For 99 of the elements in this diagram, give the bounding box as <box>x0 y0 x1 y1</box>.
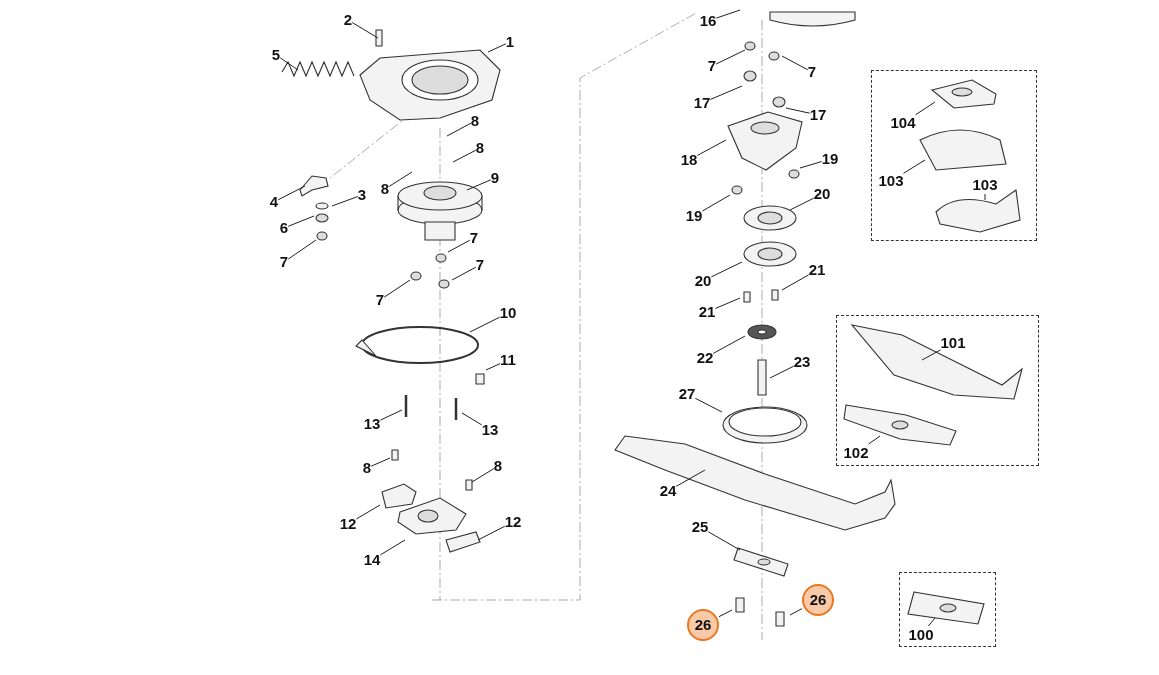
leader-line <box>451 266 477 281</box>
callout-number: 103 <box>972 176 998 194</box>
leader-line <box>701 194 731 212</box>
callout-number: 7 <box>475 256 485 274</box>
callout-number: 8 <box>380 180 390 198</box>
callout-number: 24 <box>659 482 677 500</box>
leader-line <box>471 468 495 483</box>
callout-number: 11 <box>500 351 516 369</box>
callout-number: 9 <box>490 169 500 187</box>
leader-line <box>487 43 507 53</box>
callout-number: 100 <box>908 626 934 644</box>
leader-line <box>927 617 936 627</box>
leader-line <box>694 397 723 413</box>
callout-number: 13 <box>363 415 381 433</box>
callout-number: 102 <box>843 444 869 462</box>
leader-line <box>781 55 809 71</box>
callout-number: 5 <box>271 46 281 64</box>
leader-line <box>379 539 406 556</box>
leader-line <box>715 49 746 65</box>
leader-line <box>696 139 727 156</box>
leader-line <box>709 85 743 100</box>
leader-line <box>781 274 810 291</box>
callout-number: 4 <box>269 193 279 211</box>
leader-line <box>714 297 741 309</box>
callout-number: 16 <box>699 12 717 30</box>
leader-line <box>466 179 492 191</box>
callout-number: 8 <box>493 457 503 475</box>
leader-line <box>469 316 501 333</box>
callout-number: 104 <box>890 114 916 132</box>
leader-line <box>447 239 471 253</box>
leader-line <box>379 409 403 421</box>
callout-number: 1 <box>505 33 515 51</box>
leader-line <box>921 349 941 361</box>
callout-number: 8 <box>470 112 480 130</box>
leader-line <box>279 57 299 71</box>
leader-line <box>446 122 472 137</box>
callout-number: 19 <box>821 150 839 168</box>
leader-line <box>984 193 986 201</box>
callout-number: 101 <box>940 334 966 352</box>
leader-line <box>277 185 306 201</box>
leader-line <box>903 159 926 174</box>
leader-line <box>707 531 741 551</box>
callout-number: 8 <box>362 459 372 477</box>
dashed-inset-frame <box>871 70 1037 241</box>
leader-line <box>785 107 811 114</box>
callout-number: 17 <box>693 94 711 112</box>
leader-line <box>452 149 477 163</box>
callout-number: 27 <box>678 385 696 403</box>
callout-number: 6 <box>279 219 289 237</box>
callout-number: 7 <box>279 253 289 271</box>
leader-line <box>355 504 381 520</box>
leader-line <box>712 335 746 354</box>
callout-number: 23 <box>793 353 811 371</box>
leader-line <box>789 608 803 616</box>
leader-line <box>287 215 315 227</box>
callout-number: 20 <box>813 185 831 203</box>
callout-number: 7 <box>707 57 717 75</box>
callout-number: 7 <box>807 63 817 81</box>
leader-line <box>718 609 733 618</box>
leader-line <box>915 101 936 116</box>
callout-number: 7 <box>469 229 479 247</box>
callout-number: 7 <box>375 291 385 309</box>
callout-number: 103 <box>878 172 904 190</box>
callout-number: 22 <box>696 349 714 367</box>
leader-line <box>769 365 795 379</box>
leader-line <box>477 525 506 541</box>
callout-number: 3 <box>357 186 367 204</box>
leader-line <box>351 22 379 39</box>
leader-line <box>789 197 815 211</box>
callout-number: 2 <box>343 11 353 29</box>
callout-number: 13 <box>481 421 499 439</box>
callout-number: 12 <box>339 515 357 533</box>
leader-line <box>710 261 743 278</box>
leader-line <box>370 457 391 467</box>
callout-number: 12 <box>504 513 522 531</box>
leader-line <box>287 239 317 260</box>
leader-line <box>388 171 413 187</box>
callout-number: 19 <box>685 207 703 225</box>
leader-line <box>799 161 823 169</box>
callout-number: 21 <box>698 303 716 321</box>
callout-number: 20 <box>694 272 712 290</box>
callout-number: 18 <box>680 151 698 169</box>
callout-number: 8 <box>475 139 485 157</box>
leader-line <box>461 412 483 426</box>
dashed-inset-frame <box>899 572 996 647</box>
leader-line <box>331 196 359 207</box>
leader-line <box>383 279 411 298</box>
leader-line <box>485 363 501 371</box>
dashed-inset-frame <box>836 315 1039 466</box>
callout-number: 14 <box>363 551 381 569</box>
leader-line <box>715 9 741 19</box>
callout-number: 10 <box>499 304 517 322</box>
leader-line <box>868 435 881 445</box>
highlighted-callout-number: 26 <box>802 584 834 616</box>
callout-number: 25 <box>691 518 709 536</box>
callout-number: 21 <box>808 261 826 279</box>
highlighted-callout-number: 26 <box>687 609 719 641</box>
leader-line <box>675 469 706 487</box>
callout-number: 17 <box>809 106 827 124</box>
